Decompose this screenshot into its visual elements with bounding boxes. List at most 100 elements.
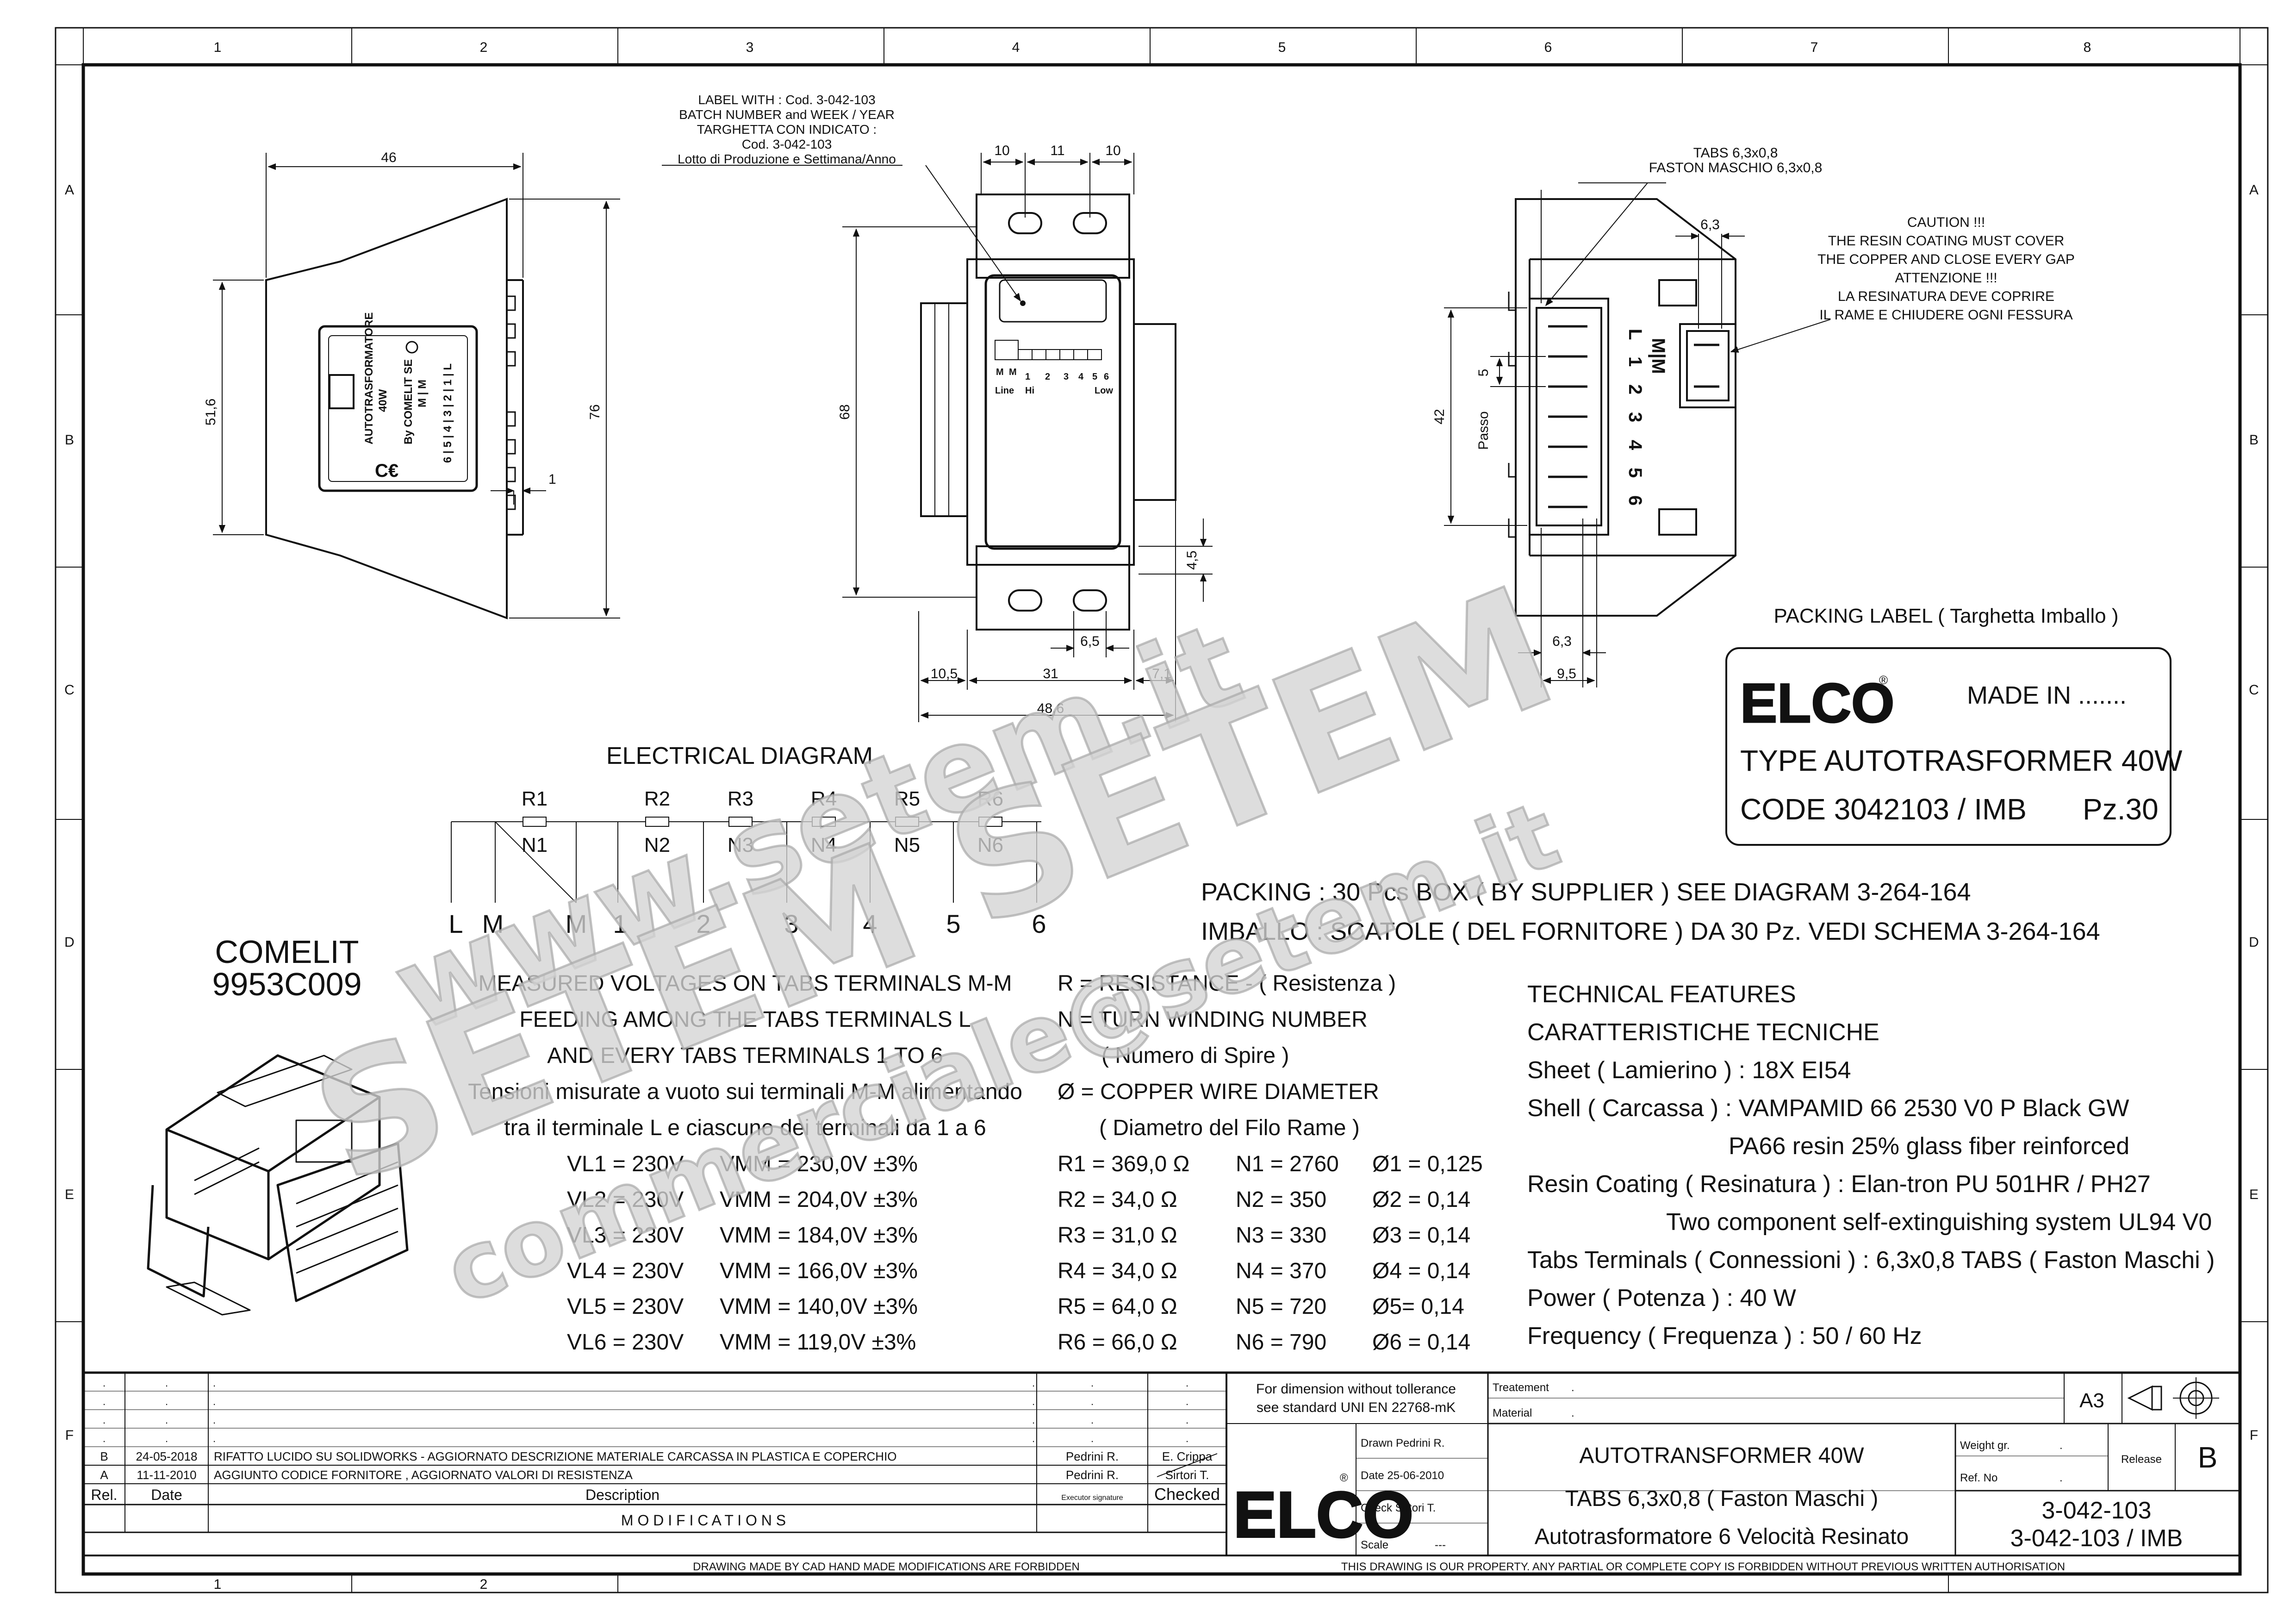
hdr-desc: Description bbox=[585, 1487, 660, 1503]
packing-label: PACKING LABEL ( Targhetta Imballo ) ELCO… bbox=[1725, 605, 2183, 846]
front-view bbox=[920, 194, 1176, 631]
title-main: AUTOTRANSFORMER 40W bbox=[1579, 1443, 1864, 1468]
winding-label: N3 bbox=[728, 834, 753, 856]
modifications-empty-rows: ...... ...... ...... ...... bbox=[103, 1377, 1188, 1444]
material-label: Material bbox=[1493, 1407, 1532, 1419]
d-value: Ø4 = 0,14 bbox=[1372, 1259, 1470, 1283]
pin-hi-label: Hi bbox=[1025, 386, 1034, 396]
conn-pin-label: 5 bbox=[1625, 468, 1645, 478]
svg-text:.: . bbox=[103, 1414, 106, 1426]
svg-text:.: . bbox=[165, 1396, 168, 1407]
side-dims bbox=[213, 153, 620, 618]
r-value: R5 = 64,0 Ω bbox=[1058, 1294, 1177, 1319]
packing-notes: PACKING : 30 Pcs BOX ( BY SUPPLIER ) SEE… bbox=[1201, 878, 2100, 945]
tech-line: Resin Coating ( Resinatura ) : Elan-tron… bbox=[1527, 1171, 2151, 1198]
rn-table: R1 = 369,0 Ω N1 = 2760 Ø1 = 0,125 R2 = 3… bbox=[1058, 1152, 1483, 1355]
svg-text:.: . bbox=[103, 1377, 106, 1389]
row-label: C bbox=[64, 682, 75, 698]
dim-passo-value: 5 bbox=[1476, 369, 1491, 377]
drawing-code-imb: 3-042-103 / IMB bbox=[2010, 1525, 2183, 1552]
svg-text:.: . bbox=[1032, 1396, 1035, 1407]
modifications-table: B 24-05-2018 RIFATTO LUCIDO SU SOLIDWORK… bbox=[91, 1449, 1220, 1529]
winding-label: N6 bbox=[977, 834, 1003, 856]
legend-line: Ø = COPPER WIRE DIAMETER bbox=[1058, 1080, 1379, 1104]
terminal-label: 5 bbox=[946, 909, 960, 938]
measured-line: AND EVERY TABS TERMINALS 1 TO 6 bbox=[547, 1043, 943, 1068]
dim-4-5: 4,5 bbox=[1184, 550, 1200, 570]
dim-9-5: 9,5 bbox=[1557, 666, 1576, 681]
comelit-number: 9953C009 bbox=[212, 966, 361, 1002]
n-value: N2 = 350 bbox=[1236, 1187, 1326, 1212]
pin-label: 5 bbox=[1092, 372, 1097, 382]
svg-text:.: . bbox=[165, 1377, 168, 1389]
col-label: 4 bbox=[1012, 40, 1020, 55]
conn-pin-label: 3 bbox=[1625, 412, 1645, 422]
label-note-line: TARGHETTA CON INDICATO : bbox=[697, 122, 877, 137]
col-label: 5 bbox=[1278, 40, 1286, 55]
release-label: Release bbox=[2121, 1453, 2162, 1466]
drawing-code: 3-042-103 bbox=[2041, 1497, 2151, 1524]
front-dims bbox=[842, 153, 1213, 722]
title-block bbox=[83, 1371, 2240, 1556]
ref-label: Ref. No bbox=[1960, 1472, 1997, 1484]
connector-view bbox=[1508, 198, 1736, 617]
measured-voltages: MEASURED VOLTAGES ON TABS TERMINALS M-M … bbox=[468, 971, 1022, 1140]
tolerance-note: see standard UNI EN 22768-mK bbox=[1257, 1400, 1456, 1415]
svg-text:.: . bbox=[165, 1433, 168, 1444]
tech-line: Tabs Terminals ( Connessioni ) : 6,3x0,8… bbox=[1527, 1247, 2215, 1274]
label-note-line: Lotto di Produzione e Settimana/Anno bbox=[678, 152, 896, 166]
label-note-line: Cod. 3-042-103 bbox=[742, 137, 832, 151]
svg-text:.: . bbox=[1032, 1433, 1035, 1444]
side-label-mm: M | M bbox=[416, 380, 429, 407]
elco-logo-title: ELCO bbox=[1233, 1478, 1413, 1551]
packing-line: IMBALLO : SCATOLE ( DEL FORNITORE ) DA 3… bbox=[1201, 918, 2100, 945]
svg-text:.: . bbox=[1186, 1433, 1188, 1444]
measured-line: Tensioni misurate a vuoto sui terminali … bbox=[468, 1080, 1022, 1104]
svg-text:.: . bbox=[165, 1414, 168, 1426]
connector-tabs bbox=[1548, 325, 1719, 508]
scale-value: --- bbox=[1435, 1539, 1446, 1551]
svg-text:.: . bbox=[2060, 1439, 2063, 1452]
dim-6-3-bot: 6,3 bbox=[1552, 634, 1572, 649]
drawn-label: Drawn Pedrini R. bbox=[1361, 1437, 1444, 1449]
resistor-label: R6 bbox=[977, 787, 1003, 810]
row-label: D bbox=[2249, 935, 2259, 950]
pin-label: 4 bbox=[1078, 372, 1084, 382]
title-sub: TABS 6,3x0,8 ( Faston Maschi ) bbox=[1565, 1487, 1879, 1511]
row-label: E bbox=[65, 1187, 74, 1202]
row-label: F bbox=[65, 1428, 74, 1443]
tolerance-note: For dimension without tollerance bbox=[1256, 1381, 1456, 1397]
d-value: Ø2 = 0,14 bbox=[1372, 1187, 1470, 1212]
tech-line: Frequency ( Frequenza ) : 50 / 60 Hz bbox=[1527, 1323, 1922, 1349]
svg-text:.: . bbox=[213, 1396, 216, 1407]
dim-10b: 10 bbox=[1105, 143, 1120, 158]
tabs-note: FASTON MASCHIO 6,3x0,8 bbox=[1649, 160, 1823, 175]
col-label: 2 bbox=[480, 40, 488, 55]
format-label: A3 bbox=[2079, 1389, 2104, 1412]
front-pin-labels: M M 1 2 3 4 5 6 Line Hi Low bbox=[995, 367, 1113, 396]
legend-line: ( Diametro del Filo Rame ) bbox=[1099, 1116, 1360, 1140]
projection-symbol-icon bbox=[2127, 1385, 2162, 1411]
measured-line: MEASURED VOLTAGES ON TABS TERMINALS M-M bbox=[478, 971, 1012, 996]
caution-line: THE RESIN COATING MUST COVER bbox=[1828, 233, 2065, 249]
row-label: D bbox=[64, 935, 75, 950]
n-value: N1 = 2760 bbox=[1236, 1152, 1339, 1176]
dim-42: 42 bbox=[1432, 409, 1447, 424]
elco-logo-small bbox=[329, 374, 355, 409]
svg-text:.: . bbox=[1571, 1381, 1574, 1394]
drawing-frame bbox=[55, 27, 2269, 1593]
svg-text:.: . bbox=[1186, 1377, 1188, 1389]
n-value: N3 = 330 bbox=[1236, 1223, 1326, 1248]
dim-46: 46 bbox=[381, 150, 396, 165]
row-label: B bbox=[65, 432, 74, 448]
title-ita: Autotrasformatore 6 Velocità Resinato bbox=[1535, 1524, 1909, 1549]
d-value: Ø3 = 0,14 bbox=[1372, 1223, 1470, 1248]
hdr-sig: Executor signature bbox=[1061, 1494, 1123, 1502]
winding-label: N4 bbox=[811, 834, 837, 856]
terminal-label: 2 bbox=[696, 909, 710, 938]
ce-mark: C€ bbox=[375, 461, 398, 481]
caution-line: ATTENZIONE !!! bbox=[1895, 270, 1997, 286]
mod-chk: Sirtori T. bbox=[1165, 1468, 1209, 1482]
vl-value: VL5 = 230V bbox=[567, 1294, 684, 1319]
